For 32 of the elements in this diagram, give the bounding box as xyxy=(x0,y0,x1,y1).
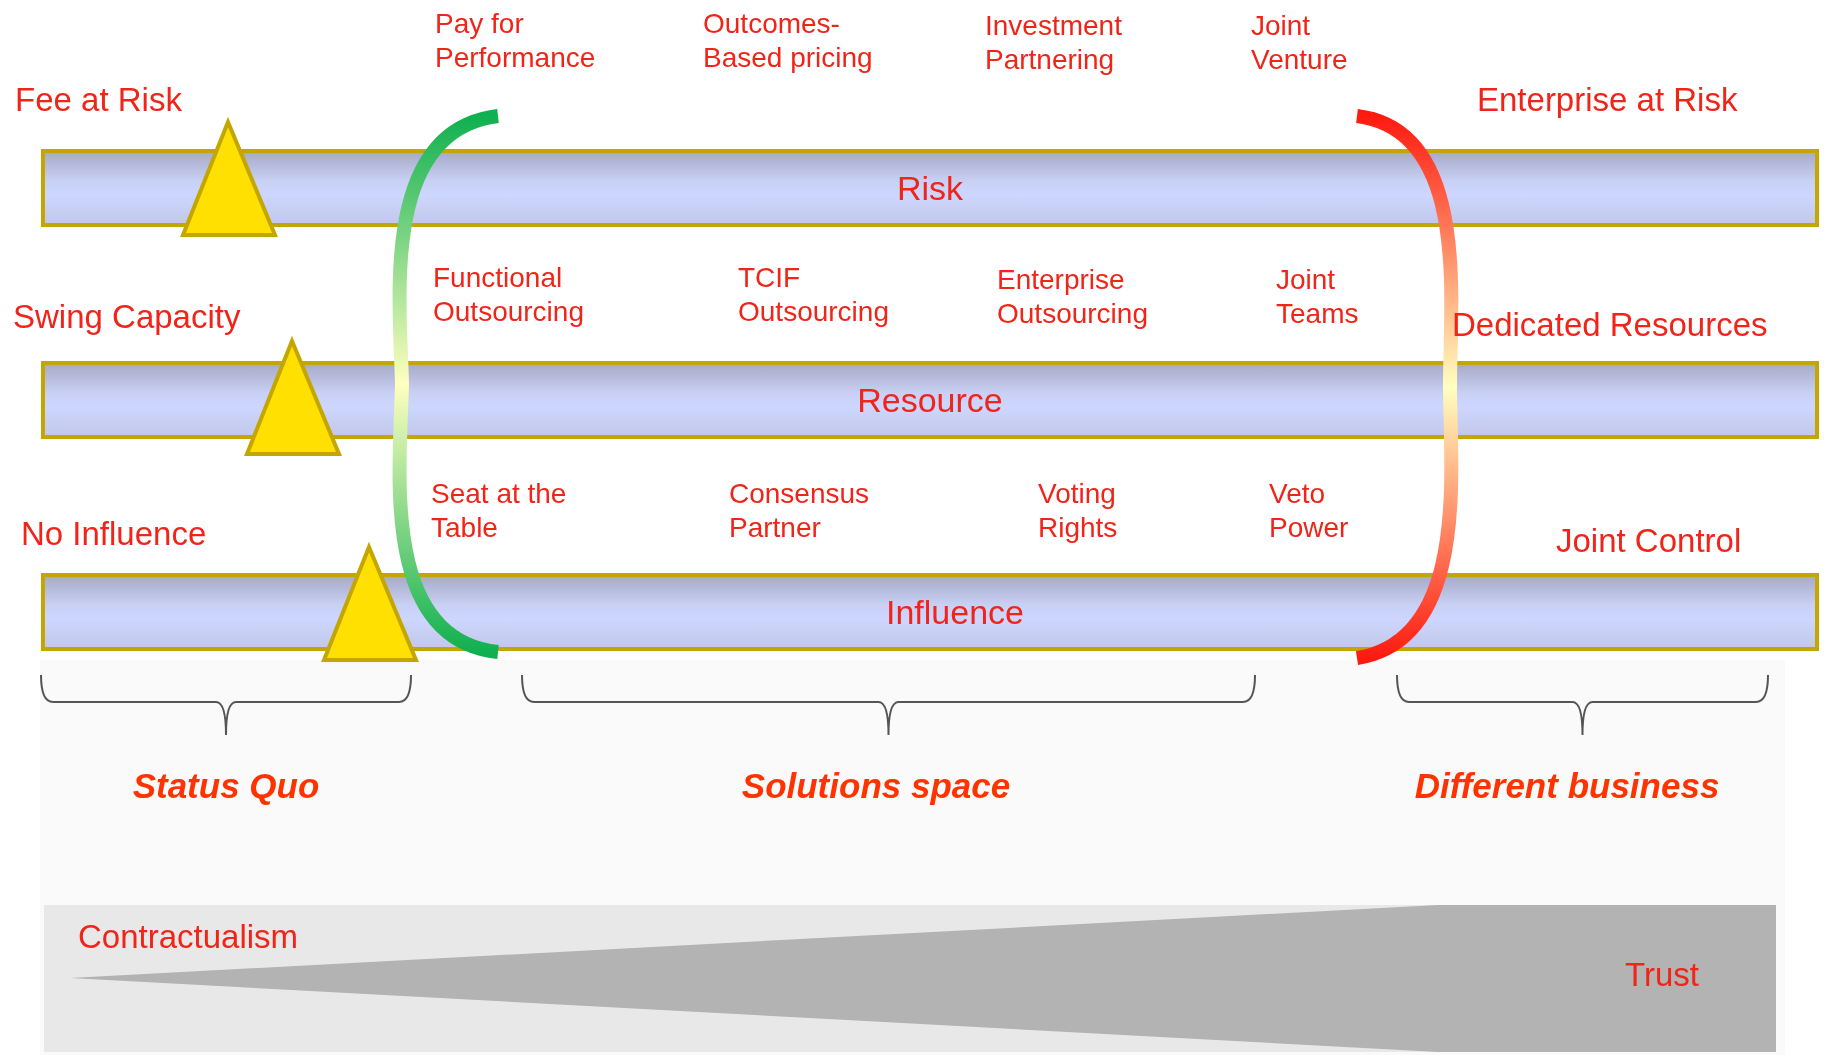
option-label: Veto Power xyxy=(1269,477,1350,545)
scale-end-label: Dedicated Resources xyxy=(1452,305,1768,345)
section-label: Solutions space xyxy=(741,765,1011,807)
scale-bar xyxy=(41,361,1819,439)
scale-end-label: Enterprise at Risk xyxy=(1477,80,1738,120)
scale-end-label: Joint Control xyxy=(1556,521,1742,561)
option-label: Pay for Performance xyxy=(435,7,597,75)
scale-end-label: Trust xyxy=(1625,955,1699,995)
bar-label: Resource xyxy=(857,380,1003,420)
option-label: Functional Outsourcing xyxy=(433,261,585,329)
option-label: Seat at the Table xyxy=(431,477,568,545)
option-label: Joint Teams xyxy=(1276,263,1360,331)
bar-label: Influence xyxy=(886,592,1024,632)
bar-label: Risk xyxy=(896,168,964,208)
scale-end-label: No Influence xyxy=(21,514,207,554)
option-label: TCIF Outsourcing xyxy=(738,261,890,329)
option-label: Joint Venture xyxy=(1251,9,1349,77)
option-label: Investment Partnering xyxy=(985,9,1123,77)
section-label: Different business xyxy=(1414,765,1720,807)
section-label: Status Quo xyxy=(132,765,320,807)
option-label: Consensus Partner xyxy=(729,477,871,545)
triangle-marker xyxy=(180,116,278,237)
option-label: Enterprise Outsourcing xyxy=(997,263,1149,331)
scale-bar xyxy=(41,573,1819,651)
option-label: Outcomes-Based pricing xyxy=(703,7,874,75)
option-label: Voting Rights xyxy=(1038,477,1119,545)
scale-end-label: Contractualism xyxy=(78,917,299,957)
scale-end-label: Swing Capacity xyxy=(13,297,241,337)
triangle-marker xyxy=(244,335,342,456)
scale-end-label: Fee at Risk xyxy=(15,80,182,120)
scale-bar xyxy=(41,149,1819,227)
triangle-marker xyxy=(321,541,419,662)
